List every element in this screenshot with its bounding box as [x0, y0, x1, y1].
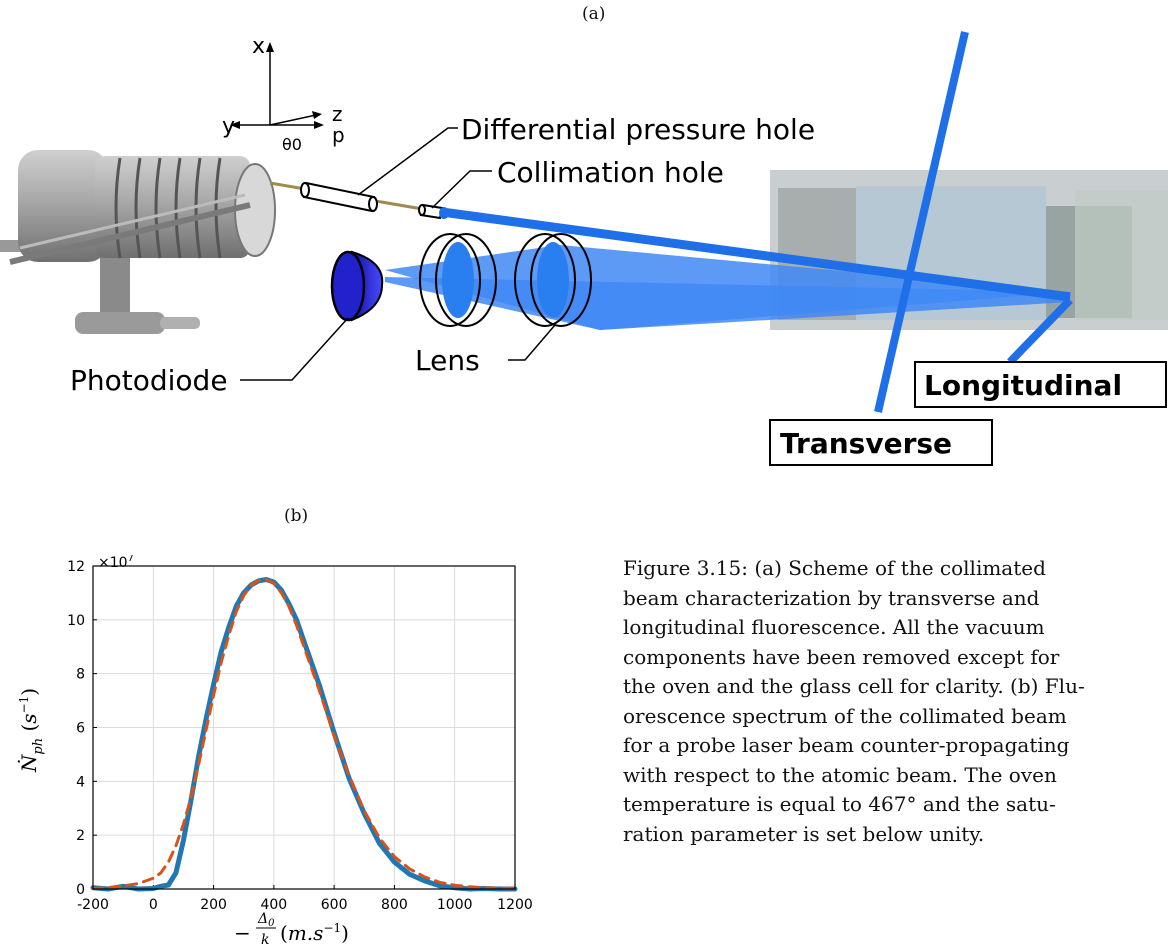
differential-pressure-hole-label: Differential pressure hole	[461, 113, 815, 146]
svg-text:k: k	[261, 932, 269, 945]
x-tick-label: 0	[149, 897, 158, 913]
axis-theta-label: θ0	[282, 135, 302, 154]
chart-series	[90, 577, 518, 892]
caption-line: beam characterization by transverse and	[623, 585, 1040, 610]
panel-b-label: (b)	[284, 506, 309, 526]
y-multiplier: ×107	[98, 555, 134, 571]
y-axis-title: Ṅph (s−1)	[16, 688, 46, 773]
x-tick-label: 800	[381, 897, 408, 913]
y-tick-label: 10	[67, 613, 85, 629]
caption-line: orescence spectrum of the collimated bea…	[623, 703, 1067, 728]
axis-x-label: x	[252, 34, 265, 59]
y-tick-label: 4	[76, 774, 85, 790]
caption-line: temperature is equal to 467° and the sat…	[623, 792, 1056, 816]
y-tick-label: 2	[76, 828, 85, 844]
photodiode-label: Photodiode	[70, 364, 228, 397]
collimation-hole-tube	[418, 203, 444, 220]
y-tick-label: 8	[76, 667, 85, 683]
photodiode	[330, 250, 384, 322]
x-tick-label: 1200	[497, 897, 533, 913]
axis-y-label: y	[222, 114, 235, 139]
caption-line: with respect to the atomic beam. The ove…	[623, 762, 1057, 787]
transverse-label: Transverse	[780, 427, 952, 460]
figure-caption: Figure 3.15: (a) Scheme of the collimate…	[623, 554, 1168, 849]
caption-line: the oven and the glass cell for clarity.…	[623, 674, 1085, 698]
chart-grid	[92, 565, 516, 890]
x-tick-label: 400	[260, 897, 287, 913]
caption-line: Figure 3.15: (a) Scheme of the collimate…	[623, 556, 1046, 580]
caption-line: longitudinal fluorescence. All the vacuu…	[623, 615, 1045, 639]
x-axis-title: − Δ0 k (m.s−1)	[234, 911, 349, 945]
x-tick-label: 200	[200, 897, 227, 913]
transverse-label-box: Transverse	[769, 419, 993, 466]
svg-text:(m.s−1): (m.s−1)	[280, 921, 349, 945]
x-tick-label: 600	[321, 897, 348, 913]
y-tick-label: 0	[76, 882, 85, 898]
y-tick-label: 12	[67, 559, 85, 575]
lens-1	[419, 233, 497, 327]
x-tick-label: -200	[77, 897, 109, 913]
y-tick-label: 6	[76, 721, 85, 737]
panel-a-label: (a)	[582, 4, 606, 24]
lens-2	[514, 233, 592, 327]
differential-pressure-hole-tube	[300, 181, 378, 213]
svg-text:Ṅph (s−1): Ṅph (s−1)	[16, 688, 46, 773]
lens-label: Lens	[415, 344, 480, 377]
caption-line: ration parameter is set below unity.	[623, 821, 985, 846]
measured-spectrum-line	[90, 577, 518, 892]
experimental-scheme: x y z p θ0	[0, 31, 1168, 466]
axis-z-label: z	[332, 102, 343, 126]
oven	[0, 150, 276, 334]
coordinate-axes: x y z p θ0	[222, 34, 345, 154]
svg-text:Δ0: Δ0	[257, 911, 275, 929]
longitudinal-label: Longitudinal	[924, 369, 1122, 402]
caption-line: for a probe laser beam counter-propagati…	[623, 733, 1070, 757]
axis-p-label: p	[332, 123, 345, 147]
chart-frame	[92, 565, 516, 890]
fit-curve-line	[91, 578, 517, 890]
x-tick-label: 1000	[437, 897, 473, 913]
svg-text:−: −	[234, 921, 251, 945]
collimation-hole-label: Collimation hole	[497, 156, 724, 189]
caption-line: components have been removed except for	[623, 644, 1060, 669]
longitudinal-label-box: Longitudinal	[914, 361, 1167, 408]
